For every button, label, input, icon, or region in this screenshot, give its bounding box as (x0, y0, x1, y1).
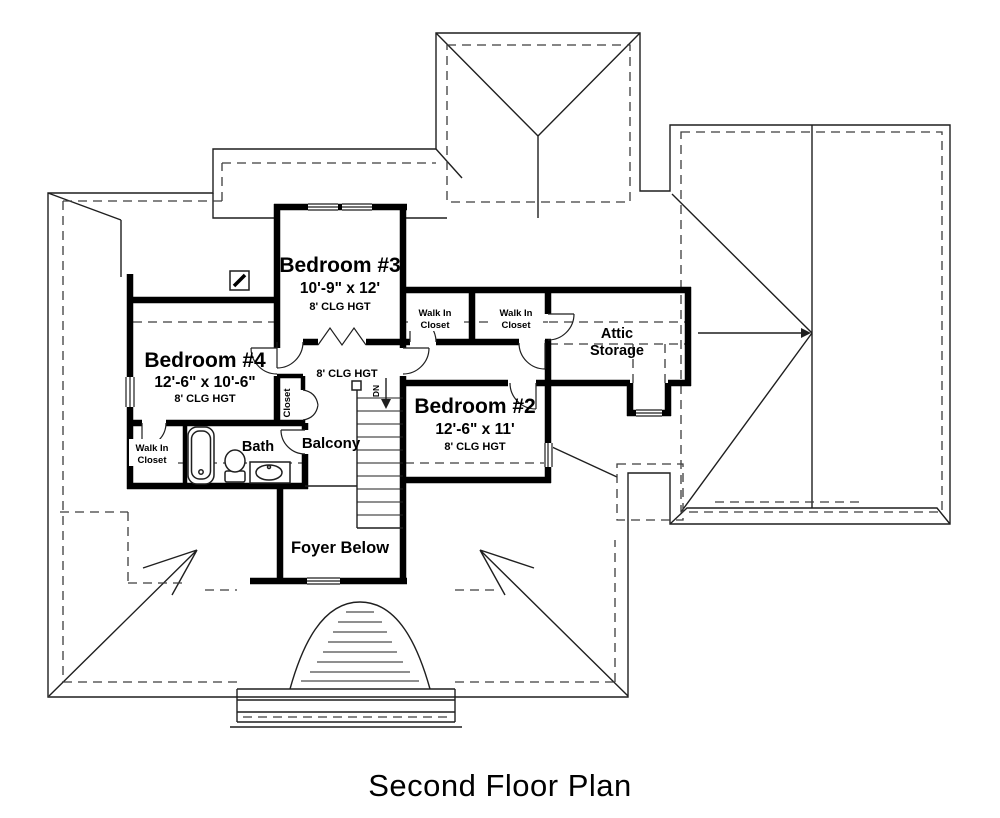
roof-outline (47, 32, 951, 698)
window (125, 377, 135, 407)
exterior-interior-walls (126, 203, 692, 585)
bath-fixtures (187, 426, 291, 485)
hall-ceiling-label: 8' CLG HGT (316, 368, 378, 380)
chimney-icon (229, 270, 250, 291)
walk-in-closet-c-label-line1: Walk In (136, 443, 169, 454)
window (308, 203, 338, 211)
bedroom4-ceiling-label: 8' CLG HGT (174, 393, 236, 405)
page-title: Second Floor Plan (368, 768, 632, 803)
walk-in-closet-a-label-line1: Walk In (419, 308, 452, 319)
window (307, 577, 340, 585)
bedroom3-name-label: Bedroom #3 (279, 254, 400, 277)
garage-ridge-arrow-icon (801, 328, 811, 338)
windows (125, 203, 662, 585)
walk-in-closet-c-label-line2: Closet (137, 455, 167, 466)
foyer-below-label: Foyer Below (291, 539, 389, 557)
closet-label: Closet (282, 388, 293, 418)
bedroom2-dims-label: 12'-6" x 11' (435, 421, 514, 438)
bedroom3-dims-label: 10'-9" x 12' (300, 280, 380, 297)
bedroom2-ceiling-label: 8' CLG HGT (444, 441, 506, 453)
walk-in-closet-a-label-line2: Closet (420, 320, 450, 331)
staircase (351, 378, 403, 529)
room-labels: Bedroom #3 10'-9" x 12' 8' CLG HGT Bedro… (129, 254, 644, 557)
down-arrow-icon (381, 399, 391, 409)
bathtub (187, 426, 215, 485)
toilet (224, 449, 246, 483)
window (544, 443, 553, 467)
attic-storage-label-line2: Storage (590, 343, 644, 359)
balcony-label: Balcony (302, 435, 361, 452)
bedroom4-name-label: Bedroom #4 (144, 349, 266, 372)
window (342, 203, 372, 211)
stairs-dn-label: DN (371, 385, 381, 397)
walk-in-closet-b-label-line1: Walk In (500, 308, 533, 319)
bedroom2-name-label: Bedroom #2 (414, 395, 535, 418)
bedroom3-ceiling-label: 8' CLG HGT (309, 301, 371, 313)
attic-storage-label-line1: Attic (601, 326, 633, 342)
porch-steps (230, 601, 462, 728)
stair-newel (351, 380, 362, 391)
window (636, 409, 662, 417)
walk-in-closet-b-label-line2: Closet (501, 320, 531, 331)
cased-opening-symbol (317, 326, 367, 347)
bedroom4-dims-label: 12'-6" x 10'-6" (154, 374, 255, 391)
bath-label: Bath (242, 439, 274, 455)
sink-vanity (249, 461, 291, 484)
